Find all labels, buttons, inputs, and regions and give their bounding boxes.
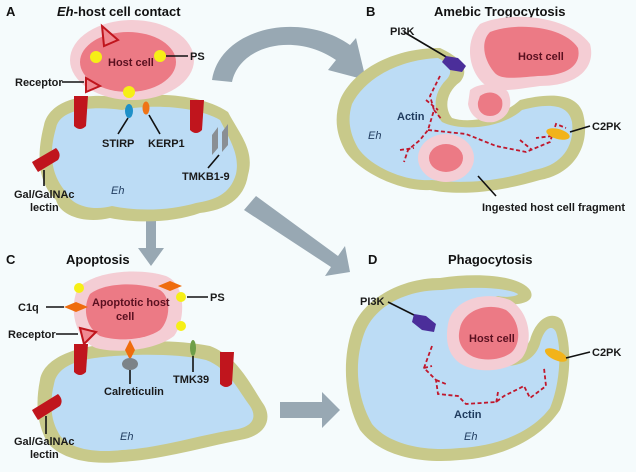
eh-label: Eh [111,185,124,197]
panel-a-title-italic: Eh [57,4,74,19]
host-cell-label: Host cell [518,51,564,63]
panel-letter-d: D [368,252,377,267]
stirp-icon [125,104,133,118]
apoptotic-cell [85,284,169,340]
host-cell [484,26,579,78]
actin-filaments [422,345,547,405]
panel-letter-c: C [6,252,16,267]
receptor-label: Receptor [8,329,56,341]
fragment-leader-line [477,175,497,197]
calreticulin-icon [122,358,138,370]
host-fragment [477,92,503,116]
host-cell-label: Host cell [108,57,154,69]
receptor-stalk [190,100,204,133]
ps-dot [176,321,186,331]
c2pk-label: C2PK [592,121,621,133]
panel-b-title: Amebic Trogocytosis [434,4,565,19]
receptor-icon [85,76,103,94]
ps-dot [90,51,102,63]
ps-label: PS [210,292,225,304]
tmk39-icon [190,340,196,356]
lectin-label-line2: lectin [30,449,59,461]
fragment-label: Ingested host cell fragment [482,202,625,214]
kerp1-leader-line [148,114,161,135]
apoptotic-cell-label-line1: Apoptotic host [92,297,170,309]
receptor-stalk [74,96,88,129]
panel-d: D Phagocytosis Host cell PI3K C2PK Actin… [345,252,621,461]
arrow-a-to-d [244,196,350,276]
ps-dot [123,86,135,98]
pi3k-icon [442,56,466,72]
eh-label: Eh [368,130,381,142]
c2pk-leader-line [569,125,591,133]
ingested-fragment [429,144,463,172]
lectin-label-line1: Gal/GalNAc [14,189,75,201]
pi3k-label: PI3K [360,296,385,308]
panel-a: A Eh-host cell contact Host cell PS Rece… [6,4,250,222]
panel-d-title: Phagocytosis [448,252,533,267]
c1q-label: C1q [18,302,39,314]
pi3k-icon [412,314,436,332]
panel-a-title: Eh-host cell contact [57,4,181,19]
pi3k-leader-line [387,301,417,317]
ps-dot [74,283,84,293]
receptor-label: Receptor [15,77,63,89]
c1q-icon [158,281,182,291]
lectin-label-line2: lectin [30,202,59,214]
c2pk-icon [544,348,568,362]
pi3k-label: PI3K [390,26,415,38]
apoptotic-cell-label-line2: cell [116,311,134,323]
receptor-icon [78,326,98,346]
receptor-stalk [74,344,88,375]
lectin-icon [32,394,62,420]
c2pk-icon [546,128,570,140]
calreticulin-label: Calreticulin [104,386,164,398]
arrow-c-to-d [280,392,340,428]
ps-label: PS [190,51,205,63]
actin-label: Actin [397,111,425,123]
eh-cytoplasm [51,106,237,210]
arrow-a-to-c [138,216,164,266]
actin-filaments [399,75,567,163]
receptor-stalk [220,352,234,387]
tmkb-icon [212,124,228,155]
eh-cytoplasm [51,354,254,452]
panel-b: B Amebic Trogocytosis Host cell Ingested… [336,4,625,214]
stirp-leader-line [117,117,129,135]
tmk39-label: TMK39 [173,374,209,386]
eh-label: Eh [464,431,477,443]
pi3k-leader-line [403,31,449,59]
panel-c: C Apoptosis Apoptotic host cell PS C1q R… [6,252,268,463]
host-cell-label: Host cell [469,333,515,345]
arrow-a-to-b [212,26,366,82]
kerp1-icon [142,101,150,115]
c1q-icon [64,302,88,312]
ps-dot [176,292,186,302]
panel-letter-a: A [6,4,16,19]
eh-cytoplasm [357,287,560,449]
eh-label: Eh [120,431,133,443]
c2pk-label: C2PK [592,347,621,359]
tmkb-label: TMKB1-9 [182,171,230,183]
lectin-label-line1: Gal/GalNAc [14,436,75,448]
lectin-icon [32,148,60,172]
panel-c-title: Apoptosis [66,252,130,267]
kerp1-label: KERP1 [148,138,185,150]
tmkb-leader-line [207,154,220,169]
actin-label: Actin [454,409,482,421]
stirp-label: STIRP [102,138,134,150]
ps-dot [154,50,166,62]
panel-letter-b: B [366,4,375,19]
c2pk-leader-line [565,351,591,359]
receptor-icon [100,23,120,48]
c1q-icon [125,340,135,360]
host-cell [458,306,519,360]
panel-a-title-rest: -host cell contact [74,4,182,19]
